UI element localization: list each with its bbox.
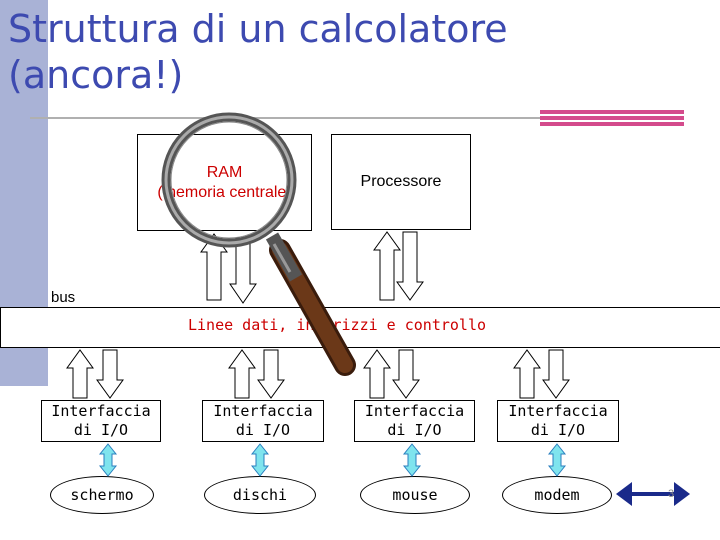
io-interface-2: Interfaccia di I/O xyxy=(202,400,324,442)
up-arrow xyxy=(363,349,391,399)
double-arrow xyxy=(250,443,270,477)
device-label: dischi xyxy=(232,486,288,504)
page-number: 3 xyxy=(668,488,675,500)
down-arrow xyxy=(229,237,257,304)
down-arrow xyxy=(392,349,420,399)
double-arrow xyxy=(402,443,422,477)
io-interface-3: Interfaccia di I/O xyxy=(354,400,475,442)
slide-title: Struttura di un calcolatore (ancora!) xyxy=(8,7,508,97)
down-arrow xyxy=(542,349,570,399)
device-mouse: mouse xyxy=(360,476,470,514)
io-interface-4: Interfaccia di I/O xyxy=(497,400,619,442)
ram-label: RAM xyxy=(206,163,243,181)
bus-bar xyxy=(0,307,720,348)
up-arrow xyxy=(513,349,541,399)
io-interface-label: Interfaccia di I/O xyxy=(508,402,608,439)
down-arrow xyxy=(96,349,124,399)
title-accent-bar xyxy=(540,110,684,126)
io-interface-1: Interfaccia di I/O xyxy=(41,400,161,442)
up-arrow xyxy=(373,231,401,301)
device-dischi: dischi xyxy=(204,476,316,514)
processor-box: Processore xyxy=(331,134,471,230)
io-interface-label: Interfaccia di I/O xyxy=(51,402,151,439)
device-schermo: schermo xyxy=(50,476,154,514)
io-interface-label: Interfaccia di I/O xyxy=(213,402,313,439)
down-arrow xyxy=(257,349,285,399)
down-arrow xyxy=(396,231,424,301)
double-arrow-nav-icon xyxy=(616,482,690,506)
device-modem: modem xyxy=(502,476,612,514)
io-interface-label: Interfaccia di I/O xyxy=(364,402,465,439)
magnifying-glass-icon xyxy=(161,112,356,376)
device-label: mouse xyxy=(392,486,438,504)
title-rule xyxy=(30,117,540,119)
double-arrow xyxy=(98,443,118,477)
device-label: modem xyxy=(534,486,580,504)
ram-sublabel: (memoria centrale) xyxy=(157,183,292,201)
device-label: schermo xyxy=(70,486,134,504)
up-arrow xyxy=(228,349,256,399)
up-arrow xyxy=(66,349,94,399)
double-arrow xyxy=(547,443,567,477)
processor-label: Processore xyxy=(360,173,442,190)
bus-label: bus xyxy=(51,289,76,306)
